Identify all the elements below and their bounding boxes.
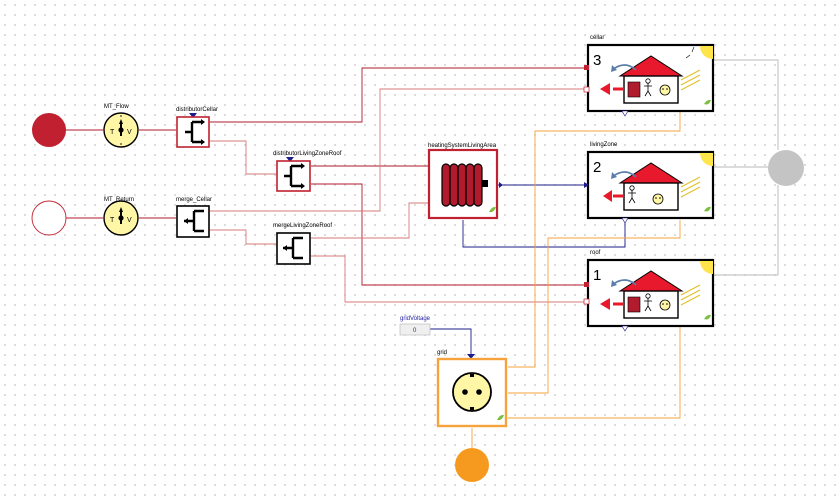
living-zone-number: 2: [593, 159, 601, 176]
heating-system-living-area[interactable]: heatingSystemLivingArea: [427, 143, 503, 220]
house-icon: [618, 270, 684, 319]
wire-roof-merge[interactable]: [311, 255, 587, 303]
wire-distcellar-cellar[interactable]: [210, 67, 587, 123]
radiator-icon: [441, 163, 488, 207]
leaf-icon: [704, 314, 711, 320]
sensor-v-label: V: [127, 217, 132, 224]
roof-number: 1: [593, 267, 601, 284]
sun-icon: [700, 46, 713, 59]
grid-component[interactable]: grid: [436, 350, 508, 428]
wire-weather-roof[interactable]: [713, 185, 779, 276]
wire-gridvoltage-grid[interactable]: [430, 328, 472, 358]
grid-voltage-label: gridVoltage: [400, 316, 431, 322]
wire-cellar-merge[interactable]: [210, 88, 587, 212]
sun-icon: [700, 153, 713, 166]
cellar-number: 3: [593, 52, 601, 69]
wire-grid-cellar[interactable]: [508, 112, 681, 368]
signal-input-port: [189, 113, 197, 118]
thermometer-icon: [118, 119, 124, 136]
merge-cellar[interactable]: merge_Cellar: [176, 197, 212, 238]
electric-ground[interactable]: [455, 448, 489, 482]
mt-flow-sensor[interactable]: MT_Flow T V: [103, 104, 139, 148]
wire-distlzr-roof[interactable]: [311, 183, 587, 286]
zone-living-zone[interactable]: livingZone 2: [584, 142, 715, 224]
distributor-cellar-label: distributorCellar: [176, 107, 218, 113]
wire-weather-cellar[interactable]: [713, 59, 779, 150]
distributor-lzr-label: distributorLivingZoneRoof: [273, 151, 342, 157]
connection-wires: [66, 59, 779, 448]
socket-icon: [452, 372, 492, 412]
leaf-icon: [489, 206, 496, 213]
flow-source[interactable]: [32, 113, 66, 147]
merge-living-zone-roof[interactable]: mergeLivingZoneRoof: [273, 223, 332, 265]
living-zone-label: livingZone: [590, 142, 618, 148]
wire-distcellar-distlzr[interactable]: [210, 140, 276, 175]
wire-mergecellar-mergelzr[interactable]: [210, 229, 276, 245]
grid-voltage-value: 0: [413, 328, 417, 334]
house-icon: [618, 55, 684, 104]
leaf-icon: [704, 99, 711, 105]
merge-cellar-label: merge_Cellar: [176, 197, 212, 203]
zone-roof[interactable]: roof 1: [583, 250, 715, 332]
weather-port[interactable]: [768, 150, 804, 186]
heating-system-label: heatingSystemLivingArea: [428, 143, 497, 149]
roof-label: roof: [590, 250, 601, 256]
signal-input-port: [286, 157, 294, 162]
distributor-cellar[interactable]: distributorCellar: [176, 107, 218, 148]
wire-heating-merge[interactable]: [311, 202, 428, 239]
wire-grid-roof[interactable]: [508, 327, 681, 419]
zone-cellar[interactable]: cellar 3: [583, 35, 715, 117]
mt-flow-label: MT_Flow: [104, 104, 129, 110]
sun-icon: [700, 261, 713, 274]
sensor-t-label: T: [110, 217, 115, 224]
sensor-t-label: T: [110, 129, 115, 136]
leaf-icon: [497, 414, 504, 421]
grid-label: grid: [437, 350, 447, 356]
sensor-v-label: V: [127, 129, 132, 136]
leaf-icon: [704, 206, 711, 212]
grid-voltage-source[interactable]: gridVoltage 0: [399, 316, 431, 336]
merge-lzr-label: mergeLivingZoneRoof: [273, 223, 332, 229]
distributor-living-zone-roof[interactable]: distributorLivingZoneRoof: [273, 151, 342, 192]
mt-return-label: MT_Return: [104, 197, 134, 203]
return-source[interactable]: [31, 200, 67, 236]
wire-grid-livingzone[interactable]: [508, 220, 681, 394]
cellar-label: cellar: [590, 35, 604, 41]
thermometer-icon: [118, 207, 124, 224]
wire-livingzone-heating[interactable]: [462, 220, 626, 248]
mt-return-sensor[interactable]: MT_Return T V: [103, 197, 139, 236]
house-icon: [618, 162, 684, 211]
